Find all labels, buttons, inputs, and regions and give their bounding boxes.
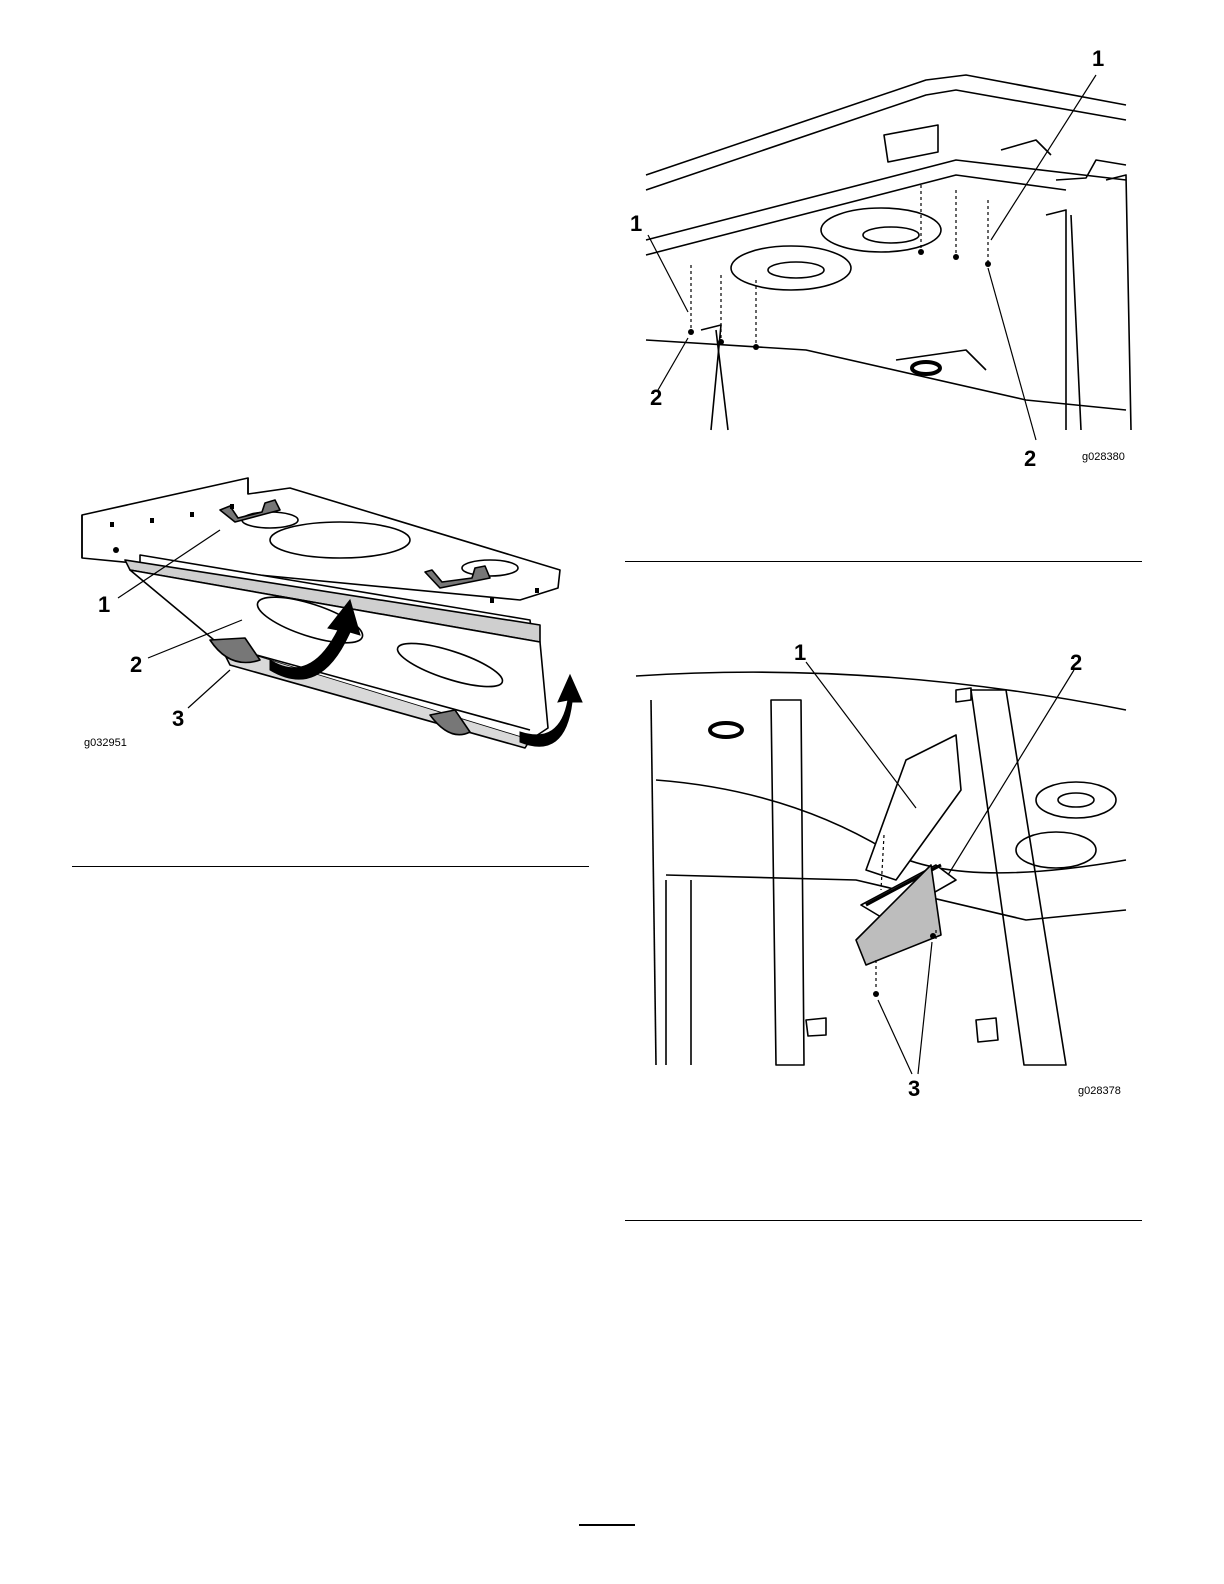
figure-id: g028378 (1078, 1086, 1121, 1097)
callout-1: 1 (98, 594, 110, 616)
page-footer-bar (579, 1524, 635, 1526)
figure-deck-mounting: 1 2 1 2 g028380 (626, 40, 1146, 470)
callout-2-left: 2 (650, 387, 662, 409)
callout-3: 3 (908, 1078, 920, 1100)
callout-1: 1 (794, 642, 806, 664)
figure-divider (625, 561, 1142, 562)
deflector-mounting-illustration (626, 640, 1146, 1100)
figure-divider (72, 866, 589, 867)
figure-deflector-mounting: 1 2 3 g028378 (626, 640, 1146, 1100)
figure-id: g032951 (84, 738, 127, 749)
callout-2: 2 (130, 654, 142, 676)
callout-1-left: 1 (630, 213, 642, 235)
callout-2-right: 2 (1024, 448, 1036, 470)
callout-2: 2 (1070, 652, 1082, 674)
figure-deck-cover: 1 2 3 g032951 (70, 470, 590, 760)
callout-3: 3 (172, 708, 184, 730)
figure-id: g028380 (1082, 452, 1125, 463)
deck-cover-illustration (70, 470, 590, 760)
figure-divider (625, 1220, 1142, 1221)
deck-mounting-illustration (626, 40, 1146, 470)
callout-1-right: 1 (1092, 48, 1104, 70)
